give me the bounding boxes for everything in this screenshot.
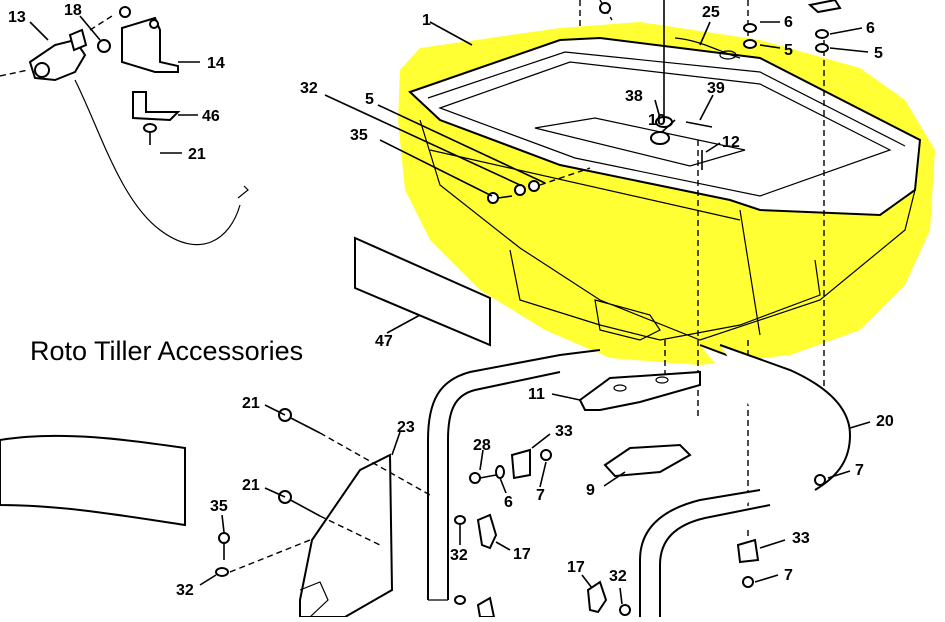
callout-label: 21 (188, 146, 206, 163)
callout-label: 21 (242, 395, 260, 412)
callout-label: 38 (625, 88, 643, 105)
callout-label: 17 (567, 559, 585, 576)
callout-label: 7 (784, 567, 793, 584)
bracket-9 (603, 443, 692, 478)
callout-label: 13 (8, 9, 26, 26)
callout-label: 28 (473, 437, 491, 454)
shield-part (299, 453, 394, 618)
callout-label: 17 (513, 546, 531, 563)
callout-label: 6 (866, 20, 875, 37)
diagram-caption: Roto Tiller Accessories (30, 336, 303, 366)
callout-label: 33 (792, 530, 810, 547)
callout-label: 18 (64, 2, 82, 19)
hardware-group (487, 0, 842, 204)
callout-label: 32 (176, 582, 194, 599)
callout-label: 39 (707, 80, 725, 97)
callout-label: 23 (397, 419, 415, 436)
callout-label: 7 (855, 462, 864, 479)
callout-label: 46 (202, 108, 220, 125)
callout-labels: 13 18 14 46 21 1 25 6 5 6 5 32 5 38 39 3… (8, 2, 894, 599)
callout-label: 12 (722, 134, 740, 151)
callout-label: 9 (586, 482, 595, 499)
callout-label: 7 (536, 487, 545, 504)
callout-label: 20 (876, 413, 894, 430)
callout-label: 10 (648, 112, 666, 129)
control-assembly (0, 6, 249, 246)
callout-label: 47 (375, 333, 393, 350)
callout-label: 11 (528, 386, 545, 403)
callout-label: 1 (422, 12, 431, 29)
tine-shield (0, 434, 186, 527)
callout-label: 35 (210, 498, 228, 515)
callout-label: 14 (207, 55, 225, 72)
callout-label: 5 (784, 42, 793, 59)
bracket-11 (578, 370, 701, 411)
callout-label: 6 (784, 14, 793, 31)
callout-label: 5 (874, 45, 883, 62)
callout-label: 6 (504, 494, 513, 511)
callout-label: 25 (702, 4, 720, 21)
callout-label: 5 (365, 91, 374, 108)
callout-label: 33 (555, 423, 573, 440)
callout-label: 21 (242, 477, 260, 494)
callout-label: 35 (350, 127, 368, 144)
callout-label: 32 (609, 568, 627, 585)
leader-lines (29, 15, 871, 605)
callout-label: 32 (300, 80, 318, 97)
decal-part (354, 236, 491, 347)
callout-label: 32 (450, 547, 468, 564)
